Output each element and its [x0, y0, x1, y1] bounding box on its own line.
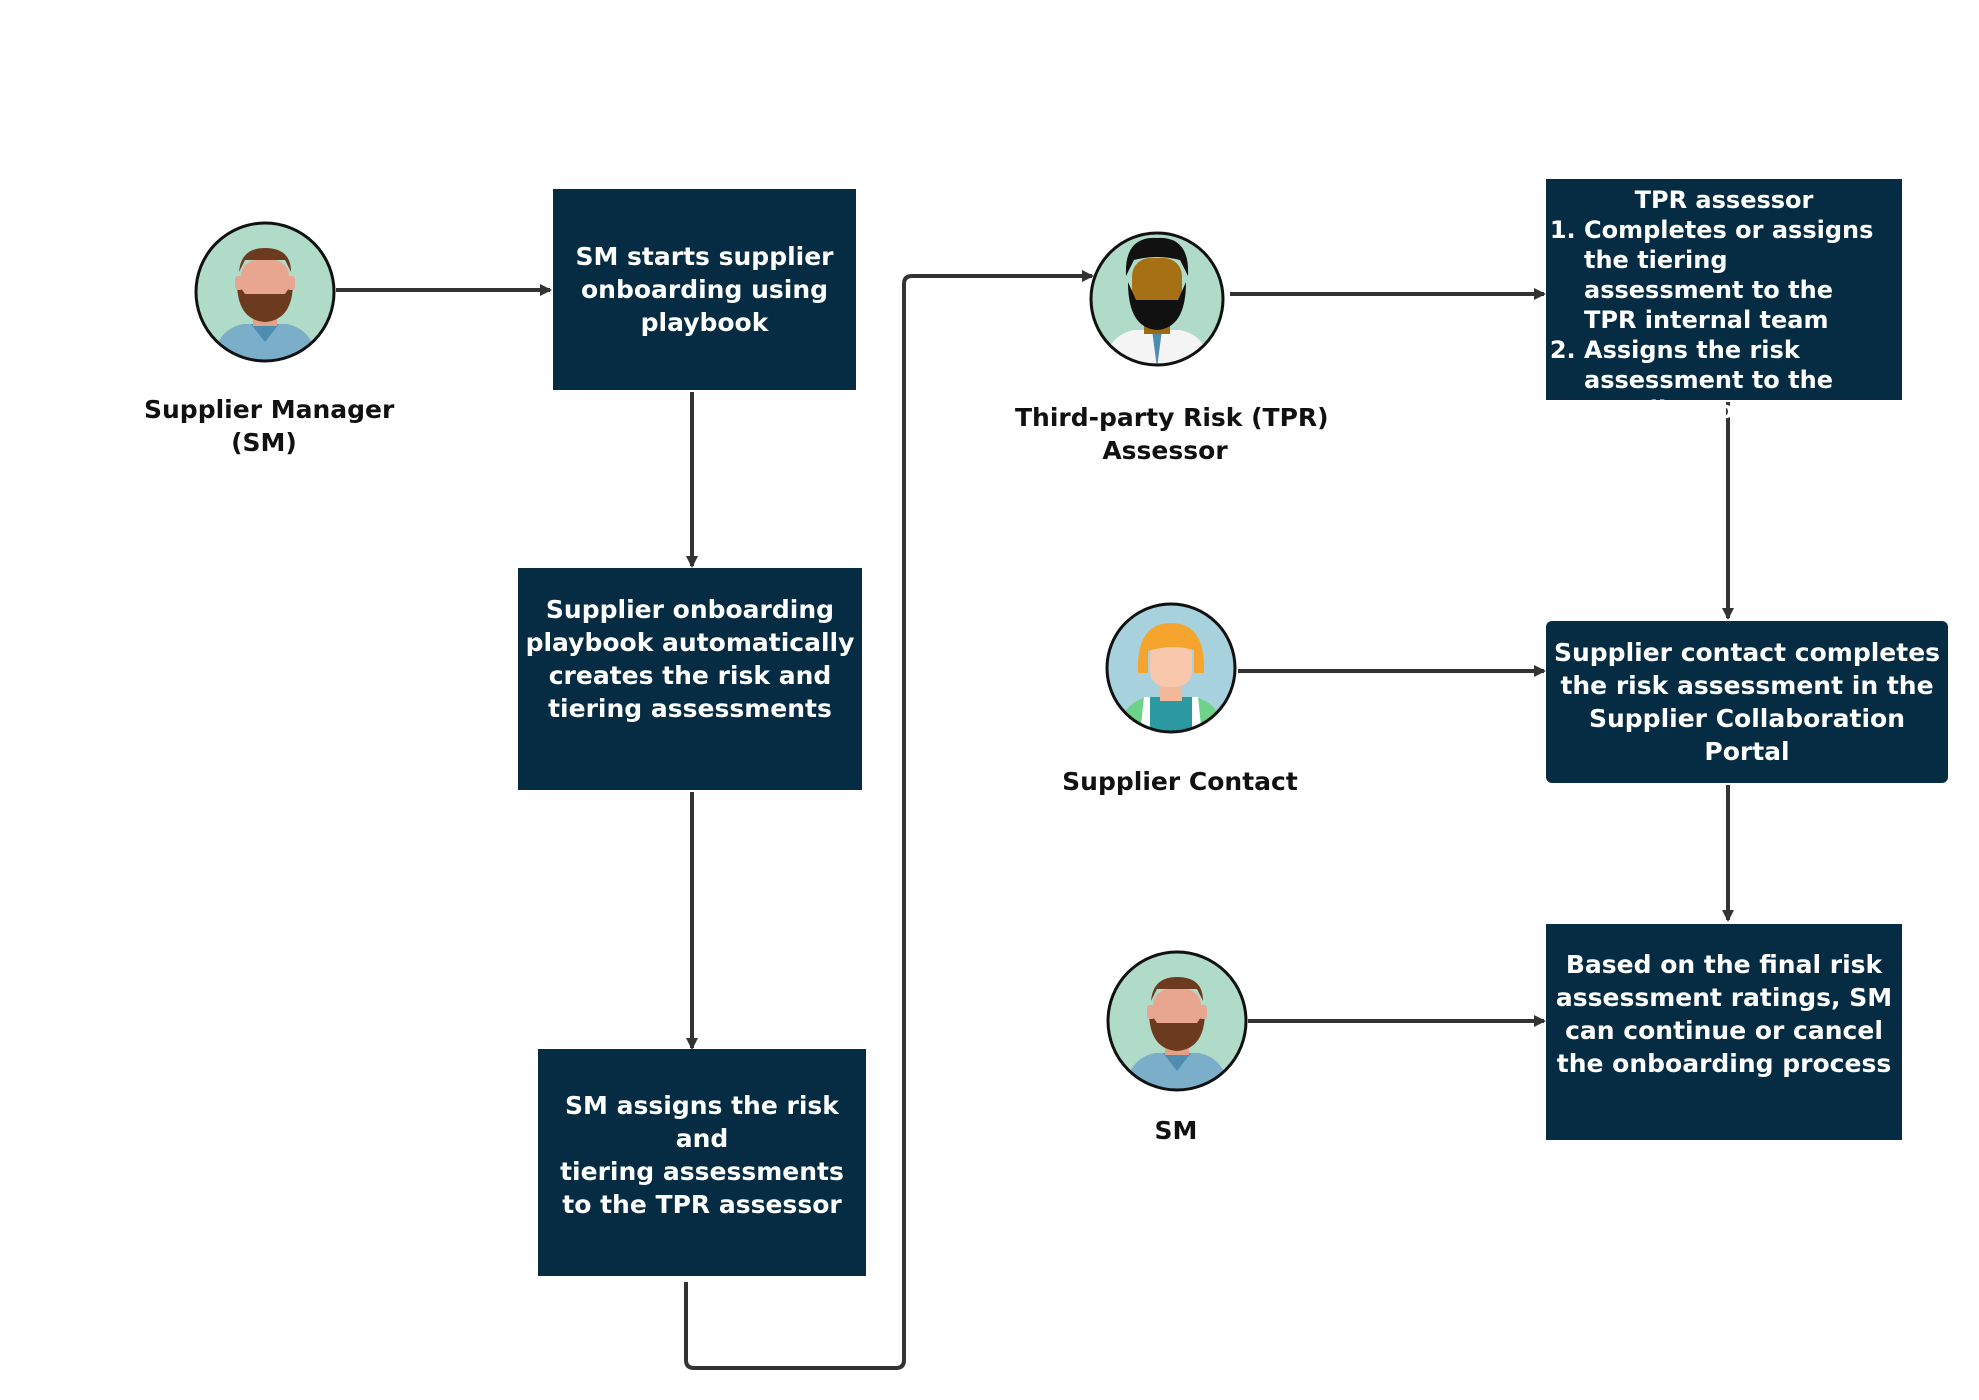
tpr-tasks-title: TPR assessor	[1634, 186, 1814, 214]
bearded-man-avatar-icon	[1106, 950, 1248, 1092]
step-auto-create-assessments: Supplier onboarding playbook automatical…	[518, 568, 862, 790]
arrow-assign-to-tpr	[684, 270, 1094, 1370]
bearded-man-avatar-icon	[194, 221, 336, 363]
tpr-task-item: Completes or assigns the tiering assessm…	[1584, 215, 1892, 335]
actor-label-supplier-contact: Supplier Contact	[1062, 767, 1298, 796]
step-tpr-assessor-tasks: TPR assessor Completes or assigns the ti…	[1546, 179, 1902, 424]
step-assign-to-tpr: SM assigns the risk and tiering assessme…	[538, 1049, 866, 1276]
woman-avatar-icon	[1105, 602, 1237, 734]
tpr-task-item: Assigns the risk assessment to the suppl…	[1584, 335, 1892, 425]
step-start-onboarding: SM starts supplier onboarding using play…	[553, 189, 856, 390]
step-final-decision: Based on the final risk assessment ratin…	[1546, 924, 1902, 1140]
actor-label-tpr-assessor: Third-party Risk (TPR) Assessor	[1015, 403, 1329, 465]
step-contact-completes-assessment: Supplier contact completes the risk asse…	[1546, 621, 1948, 783]
tpr-tasks-list: Completes or assigns the tiering assessm…	[1556, 215, 1892, 425]
bearded-man-dark-skin-avatar-icon	[1089, 231, 1225, 367]
actor-label-sm: SM	[1154, 1116, 1198, 1145]
actor-label-supplier-manager: Supplier Manager (SM)	[144, 395, 395, 457]
